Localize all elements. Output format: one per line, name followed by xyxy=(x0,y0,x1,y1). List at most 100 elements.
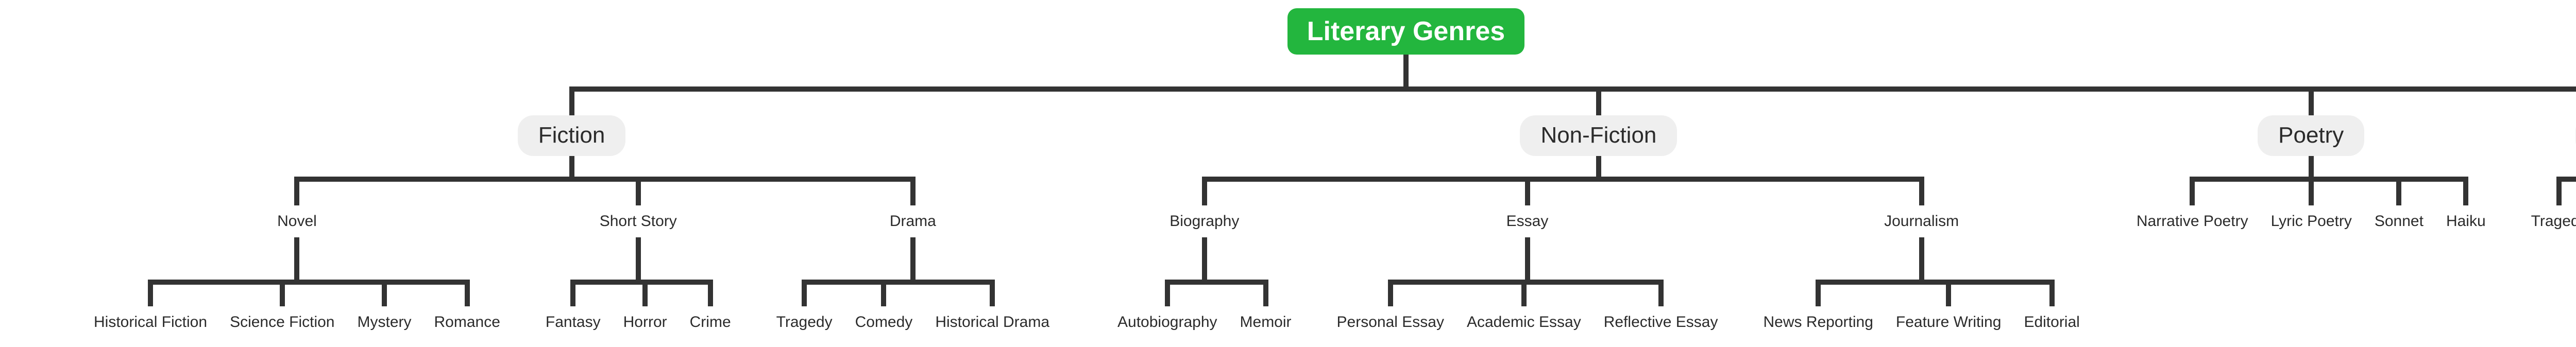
leaf-item: Romance xyxy=(422,279,512,332)
fiction-drama-children-row: Tragedy Comedy Historical Drama xyxy=(765,279,1061,332)
connector-line xyxy=(1387,279,1393,306)
connector-line xyxy=(1201,237,1207,280)
connector-line xyxy=(1263,279,1268,306)
node-literary-genres: Literary Genres xyxy=(1287,8,1525,55)
leaf-item: Reflective Essay xyxy=(1592,279,1730,332)
poetry-children-row: Narrative Poetry Lyric Poetry Sonnet Hai… xyxy=(2125,177,2497,231)
journalism-children-row: News Reporting Feature Writing Editorial xyxy=(1752,279,2091,332)
leaf-item: Haiku xyxy=(2434,177,2497,231)
connector-line xyxy=(464,279,470,306)
subtree-drama: Drama Tragedy Comedy Farce xyxy=(2508,86,2576,231)
connector-line xyxy=(294,237,300,280)
connector-line xyxy=(1658,279,1664,306)
node-horror: Horror xyxy=(623,313,667,331)
node-short-story: Short Story xyxy=(599,213,677,230)
subtree-non-fiction: Non-Fiction Biography Autobiography xyxy=(1083,86,2114,332)
leaf-item: Narrative Poetry xyxy=(2125,177,2260,231)
leaf-item: Tragedy xyxy=(2520,177,2576,231)
node-crime: Crime xyxy=(689,313,731,331)
connector-line xyxy=(1596,156,1601,177)
leaf-item: Historical Drama xyxy=(924,279,1061,332)
leaf-item: Lyric Poetry xyxy=(2259,177,2364,231)
connector-line xyxy=(635,177,641,206)
leaf-item: Academic Essay xyxy=(1455,279,1592,332)
drama-children-row: Tragedy Comedy Farce xyxy=(2520,177,2576,231)
node-tragedy: Tragedy xyxy=(776,313,833,331)
node-fiction-drama: Drama xyxy=(889,213,936,230)
node-poetry: Poetry xyxy=(2258,115,2365,157)
subtree-essay: Essay Personal Essay Academic Essay xyxy=(1314,177,1741,332)
connector-line xyxy=(382,279,387,306)
connector-line xyxy=(910,177,916,206)
leaf-item: Tragedy xyxy=(765,279,844,332)
node-mystery: Mystery xyxy=(357,313,412,331)
leaf-item: News Reporting xyxy=(1752,279,1885,332)
connector-line xyxy=(1524,237,1530,280)
subtree-fiction: Fiction Novel Historical Fiction xyxy=(60,86,1084,332)
leaf-item: Editorial xyxy=(2012,279,2091,332)
subtree-short-story: Short Story Fantasy Horror xyxy=(522,177,754,332)
node-narrative-poetry: Narrative Poetry xyxy=(2136,213,2248,230)
connector-line xyxy=(294,177,300,206)
connector-line xyxy=(279,279,285,306)
node-drama-tragedy: Tragedy xyxy=(2531,213,2576,230)
connector-line xyxy=(1919,237,1924,280)
subtree-journalism: Journalism News Reporting Feature Writin… xyxy=(1740,177,2102,332)
node-academic-essay: Academic Essay xyxy=(1466,313,1581,331)
subtree-fiction-drama: Drama Tragedy Comedy xyxy=(753,177,1072,332)
connector-line xyxy=(1946,279,1952,306)
leaf-item: Personal Essay xyxy=(1326,279,1456,332)
biography-children-row: Autobiography Memoir xyxy=(1106,279,1303,332)
connector-line xyxy=(635,237,641,280)
essay-children-row: Personal Essay Academic Essay Reflective… xyxy=(1326,279,1730,332)
leaf-item: Comedy xyxy=(843,279,924,332)
short-story-children-row: Fantasy Horror Crime xyxy=(534,279,742,332)
leaf-item: Autobiography xyxy=(1106,279,1229,332)
connector-line xyxy=(1164,279,1170,306)
node-historical-fiction: Historical Fiction xyxy=(94,313,208,331)
connector-line xyxy=(2049,279,2055,306)
leaf-item: Sonnet xyxy=(2363,177,2435,231)
node-fiction: Fiction xyxy=(517,115,626,157)
node-feature-writing: Feature Writing xyxy=(1895,313,2002,331)
connector-line xyxy=(990,279,995,306)
node-fantasy: Fantasy xyxy=(545,313,601,331)
novel-children-row: Historical Fiction Science Fiction Myste… xyxy=(82,279,512,332)
leaf-item: Memoir xyxy=(1228,279,1303,332)
connector-line xyxy=(569,86,574,116)
connector-line xyxy=(707,279,713,306)
connector-line xyxy=(1201,177,1207,206)
leaf-item: Feature Writing xyxy=(1884,279,2013,332)
connector-line xyxy=(881,279,887,306)
connector-line xyxy=(2396,177,2402,206)
connector-line xyxy=(1596,86,1601,116)
node-journalism: Journalism xyxy=(1884,213,1959,230)
fiction-children-row: Novel Historical Fiction Science Fiction xyxy=(71,177,1072,332)
node-biography: Biography xyxy=(1170,213,1240,230)
node-autobiography: Autobiography xyxy=(1117,313,1217,331)
node-novel: Novel xyxy=(277,213,317,230)
node-essay: Essay xyxy=(1506,213,1549,230)
connector-line xyxy=(1521,279,1527,306)
connector-line xyxy=(1524,177,1530,206)
leaf-item: Mystery xyxy=(346,279,423,332)
connector-line xyxy=(1816,279,1821,306)
subtree-literary-genres: Literary Genres Fiction Novel Histori xyxy=(48,0,2576,332)
leaf-item: Fantasy xyxy=(534,279,612,332)
connector-line xyxy=(1403,55,1409,87)
connector-line xyxy=(2308,156,2314,177)
node-haiku: Haiku xyxy=(2446,213,2486,230)
leaf-item: Science Fiction xyxy=(218,279,346,332)
non-fiction-children-row: Biography Autobiography Memoir xyxy=(1095,177,2103,332)
node-sonnet: Sonnet xyxy=(2374,213,2424,230)
leaf-item: Historical Fiction xyxy=(82,279,219,332)
level-1-row: Fiction Novel Historical Fiction xyxy=(60,86,2576,332)
node-historical-drama: Historical Drama xyxy=(935,313,1050,331)
node-lyric-poetry: Lyric Poetry xyxy=(2270,213,2352,230)
connector-line xyxy=(2309,177,2314,206)
node-non-fiction: Non-Fiction xyxy=(1520,115,1677,157)
connector-line xyxy=(2308,86,2314,116)
connector-line xyxy=(570,279,576,306)
connector-line xyxy=(148,279,154,306)
subtree-poetry: Poetry Narrative Poetry Lyric Poetry Son… xyxy=(2113,86,2509,231)
